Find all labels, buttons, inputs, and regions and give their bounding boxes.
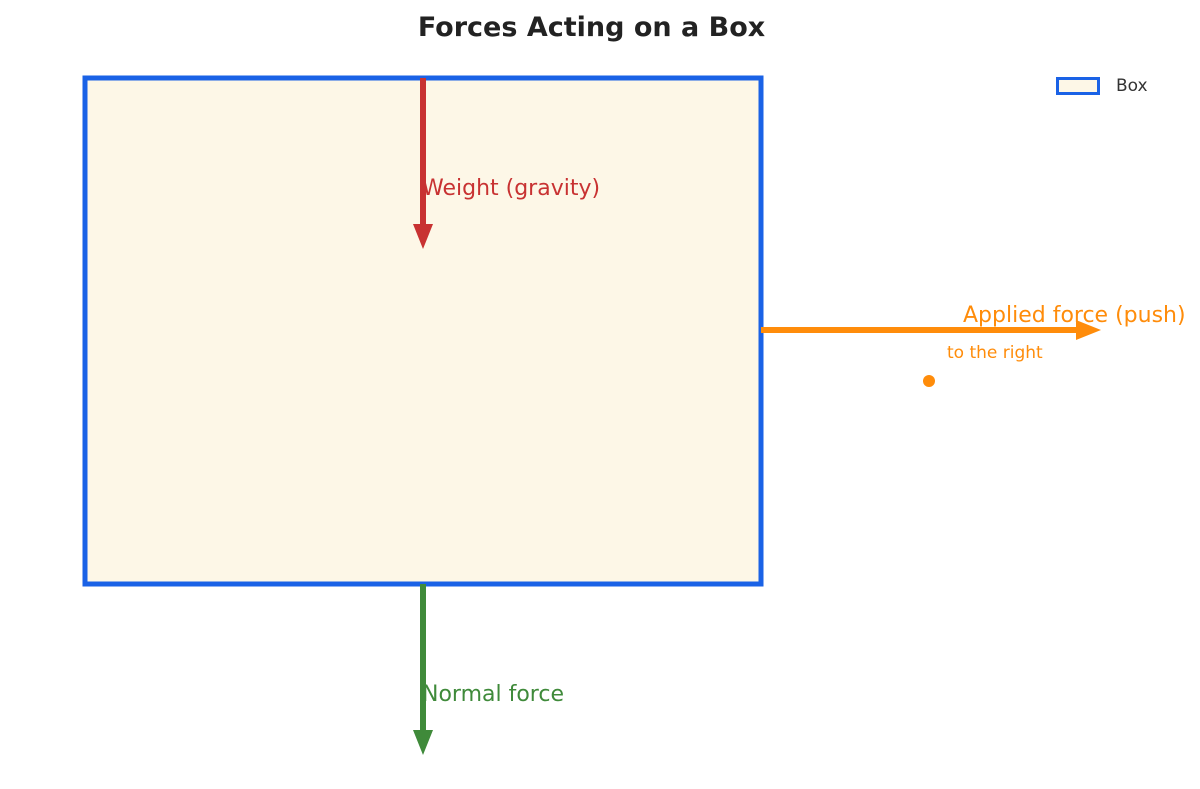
weight-label: Weight (gravity) [422,176,601,201]
legend-box-swatch [1056,77,1100,95]
applied-force-arrow [761,320,1101,340]
normal-force-arrow [413,584,433,755]
legend-box-label: Box [1116,76,1148,96]
point-marker [923,375,935,387]
diagram-title: Forces Acting on a Box [417,12,766,43]
applied-force-sublabel: to the right [947,343,1043,363]
normal-force-label: Normal force [422,682,564,707]
legend: Box [1056,76,1148,96]
applied-force-label: Applied force (push) [963,303,1186,328]
weight-arrow [413,78,433,249]
